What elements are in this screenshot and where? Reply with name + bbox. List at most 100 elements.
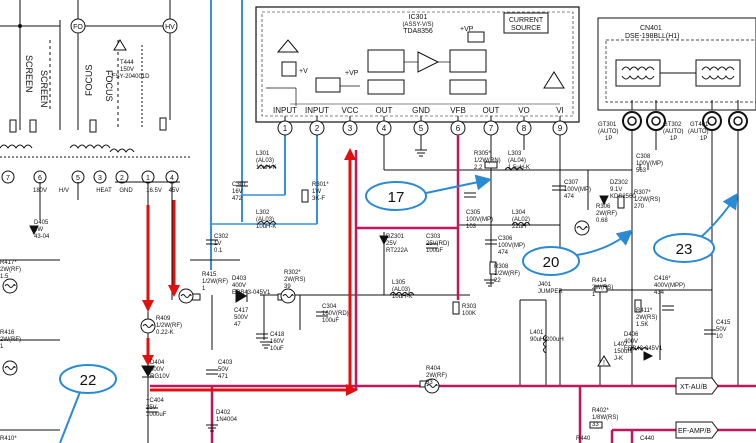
ic301-pin-label: VFB [450,106,466,115]
component-label-l305: (AL03) [392,287,410,293]
component-label-r305: 1/2W(RN) [474,158,501,164]
component-label-r302: 39 [284,284,291,290]
fbt-pin [93,170,107,184]
component-symbols: ! [2,161,716,432]
fbt-pin [1,170,15,184]
component-label-l304: 22uH [512,224,526,230]
ic301-pin [342,120,358,136]
component-label-d403: D403 [232,276,247,282]
component-label-r303: 100K [462,311,476,317]
current-source-line1: CURRENT [509,17,544,24]
cn401-part: DSE-198BLL(H1) [625,33,679,40]
cn401-ref: CN401 [640,25,662,32]
component-label-c302: 0.1 [214,248,223,254]
component-label-c416: C416* [654,276,671,282]
ic301-pin [277,120,293,136]
component-label-l401: L401 [530,330,544,336]
component-label-c404: 25V [146,405,157,411]
svg-text:!: ! [603,360,605,367]
component-label-l304: L304 [512,210,526,216]
component-label-l305: L305 [392,280,406,286]
component-label-d404: D404 [150,360,165,366]
component-label-r306: R306 [596,204,611,210]
component-label-c403: C403 [218,360,233,366]
component-label-c415: 10 [716,334,723,340]
ic301-pin-number: 1 [283,124,288,133]
component-label-r416: R416 [0,330,15,336]
fbt-pin-number: 5 [76,175,80,182]
component-label-d402: D402 [216,410,231,416]
jack-gt302-ref: GT302 [663,122,682,128]
ic301-pin-number: 2 [315,124,320,133]
component-label-r306: 0.68 [596,218,608,224]
ic301-part: TDA8356 [403,28,433,35]
component-label-c307: 474 [564,194,575,200]
component-label-c304: 100uF [322,318,339,324]
component-label-r301: 1W [312,189,321,195]
component-label-r404: 2W(RF) [426,373,447,379]
fbt-pin-number: 1 [146,175,150,182]
jack-gt301-sub: (AUTO) [598,129,619,135]
hv-terminal [162,18,178,34]
ic301-vp: +VP [460,26,474,33]
ic301-pin-label: VO [518,106,530,115]
component-label-l402: 150uH [614,349,632,355]
component-label-r409: 1/2W(RF) [156,323,182,329]
component-label-c415: 50V [716,327,727,333]
component-label-r416: 1 [0,344,4,350]
component-label-r308: R308 [494,264,509,270]
component-label-r414: 2W(RS) [592,285,613,291]
current-source-line2: SOURCE [511,25,541,32]
component-label-c303: 100uF [426,248,443,254]
component-label-c304: C304 [322,304,337,310]
component-label-d404: RG10V [150,374,170,380]
component-label-r305: R305* [474,151,491,157]
fbt-pin-label: 16.5V [146,188,162,194]
ic301-pin-label: OUT [483,106,500,115]
component-label-j401: J401 [538,282,552,288]
ic301-pin-label: INPUT [273,106,297,115]
hv-label: HV [165,24,175,31]
component-label-d405: 1W [34,227,43,233]
component-label-c308: 563 [636,168,647,174]
t444-part: FSY-204001D [112,74,150,80]
callout-23-label: 23 [676,241,693,258]
ic301-pin-number: 7 [489,124,494,133]
callout-22-label: 22 [80,372,97,389]
ic301-pin-number: 3 [348,124,353,133]
component-label-d302: KDS2560 [610,194,636,200]
callout-20 [522,246,580,276]
component-label-l305: 10uH-K [392,294,412,300]
component-label-l303: (AL04) [508,158,526,164]
jack-gt401-pin: 1P [700,136,707,142]
component-label-d406: 400V [624,339,638,345]
component-label-c418: 160V [270,339,284,345]
callout-22 [59,364,117,394]
ic301-pin-number: 5 [419,124,424,133]
component-label-r306: 2W(RF) [596,211,617,217]
component-label-l303: 1.5uH-K [508,165,530,171]
highlight-paths [142,148,358,396]
component-label-d403: ERB43-045V1 [232,290,271,296]
component-label-c306: 100V(MP) [498,243,525,249]
component-label-r307: 270 [634,204,645,210]
component-label-r402: 1/8W(RS) [592,415,618,421]
supply-nets [150,135,756,443]
current-source-box [503,12,549,34]
component-label-r415: R415 [202,272,217,278]
component-label-c301: 472 [232,196,243,202]
component-label-r417: R417* [0,260,17,266]
ic301-ref: IC301 [409,14,428,21]
ic301-pin-number: 4 [382,124,387,133]
component-label-c404: 1000uF [146,412,167,418]
component-label-r414: 1 [592,292,596,298]
component-label-r404: 33 [426,380,433,386]
component-label-r302: 2W(RS) [284,277,305,283]
component-label-r402: R402* [592,408,609,414]
component-label-d402: 1N4004 [216,417,238,423]
t444-ref: T444 [120,60,134,66]
jack-gt301-pin: 1P [605,136,612,142]
component-label-r308: 1/2W(RF) [494,271,520,277]
component-label-d406: D406 [624,332,639,338]
